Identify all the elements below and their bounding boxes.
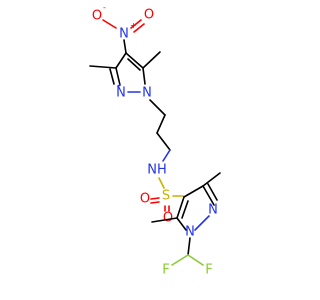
bond [187, 237, 191, 256]
nitro-oxygen-minus: O [92, 9, 102, 24]
bond [187, 254, 204, 266]
lower-pyrazole-n2: N [208, 203, 218, 218]
bond [176, 217, 187, 231]
bond [133, 23, 145, 33]
bond [202, 172, 221, 187]
fluorine-right: F [205, 263, 212, 278]
structure-diagram: N + O - O N N NH S O O [89, 3, 221, 278]
propyl-chain [149, 99, 171, 162]
bond [176, 196, 185, 219]
fluorine-left: F [162, 263, 169, 278]
bond [102, 19, 117, 29]
bond [125, 52, 144, 69]
amide-nh: NH [147, 163, 167, 178]
bond [150, 201, 160, 204]
upper-pyrazole-n2: N [116, 86, 126, 101]
sulfonyl-oxygen-left: O [140, 192, 150, 207]
bond [89, 65, 117, 69]
bond [202, 185, 215, 206]
lower-pyrazole-n1: N [185, 225, 195, 240]
nitro-oxygen-double: O [144, 8, 154, 23]
bond [194, 215, 210, 231]
bond [162, 149, 171, 162]
nitro-plus-charge: + [130, 21, 137, 30]
bond [149, 99, 166, 116]
bond [156, 114, 166, 134]
bond [142, 51, 161, 69]
bond [130, 19, 142, 29]
sulfonyl-oxygen-bottom: O [163, 211, 173, 226]
bond [127, 58, 141, 71]
bond [183, 185, 204, 198]
nitro-nitrogen: N [119, 27, 129, 42]
bond [181, 200, 189, 219]
bond [142, 67, 146, 85]
nitro-minus-charge: - [103, 3, 106, 12]
bond [123, 39, 127, 54]
bond [207, 183, 218, 201]
sulfur-atom: S [162, 189, 170, 204]
bond [156, 132, 171, 151]
bond [117, 84, 121, 87]
upper-pyrazole-ring [89, 39, 161, 93]
bond [151, 217, 178, 223]
upper-pyrazole-n1: N [142, 86, 152, 101]
bond [158, 177, 165, 189]
bond [150, 197, 160, 200]
nitro-group: N + O - O [92, 3, 154, 42]
molecule-structure: N + O - O N N NH S O O [89, 3, 221, 278]
lower-pyrazole-ring [151, 172, 221, 266]
bond [171, 254, 189, 266]
bond [115, 52, 127, 69]
bond [109, 68, 115, 85]
sulfonyl-group: S O O [140, 177, 184, 226]
bond [115, 67, 121, 86]
